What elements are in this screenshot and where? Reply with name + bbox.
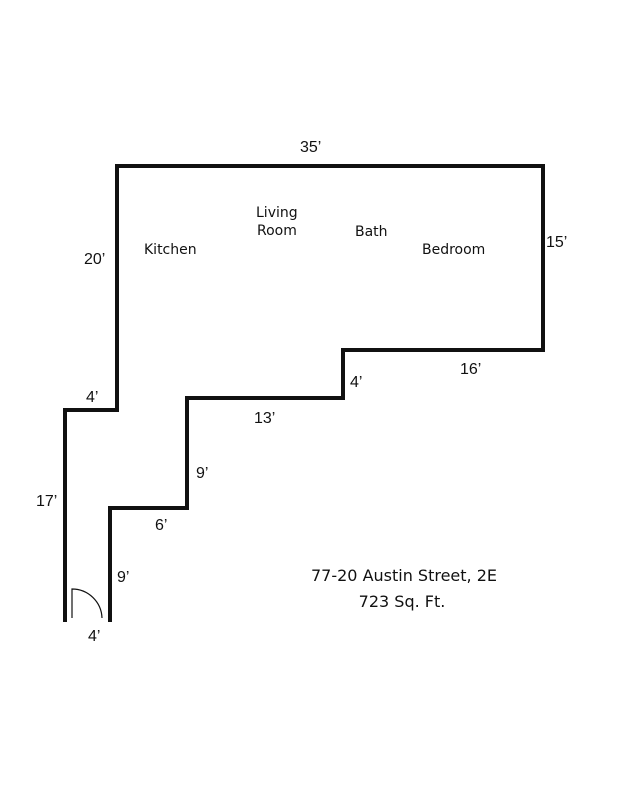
- dimension-entry-bottom: 4’: [88, 628, 100, 645]
- outer-wall: [63, 164, 545, 622]
- dimension-mid-bottom: 13’: [254, 410, 275, 427]
- room-label-living-line1: Living: [256, 205, 298, 221]
- dimension-entry-right: 9’: [117, 569, 129, 586]
- dimension-ledge: 4’: [86, 389, 98, 406]
- room-label-living-line2: Room: [257, 223, 297, 239]
- dimension-left-lower: 17’: [36, 493, 57, 510]
- dimension-right: 15’: [546, 234, 567, 251]
- dimension-step-right: 4’: [350, 374, 362, 391]
- dimension-lower-step: 6’: [155, 517, 167, 534]
- room-label-bedroom: Bedroom: [422, 242, 485, 258]
- room-label-kitchen: Kitchen: [144, 242, 197, 258]
- door-swing-arc: [71, 588, 103, 619]
- dimension-top: 35’: [300, 139, 321, 156]
- dimension-left-upper: 20’: [84, 251, 105, 268]
- address-text: 77-20 Austin Street, 2E: [311, 566, 497, 585]
- area-text: 723 Sq. Ft.: [359, 592, 446, 611]
- room-label-bath: Bath: [355, 224, 388, 240]
- dimension-mid-step: 9’: [196, 465, 208, 482]
- dimension-bottom-right: 16’: [460, 361, 481, 378]
